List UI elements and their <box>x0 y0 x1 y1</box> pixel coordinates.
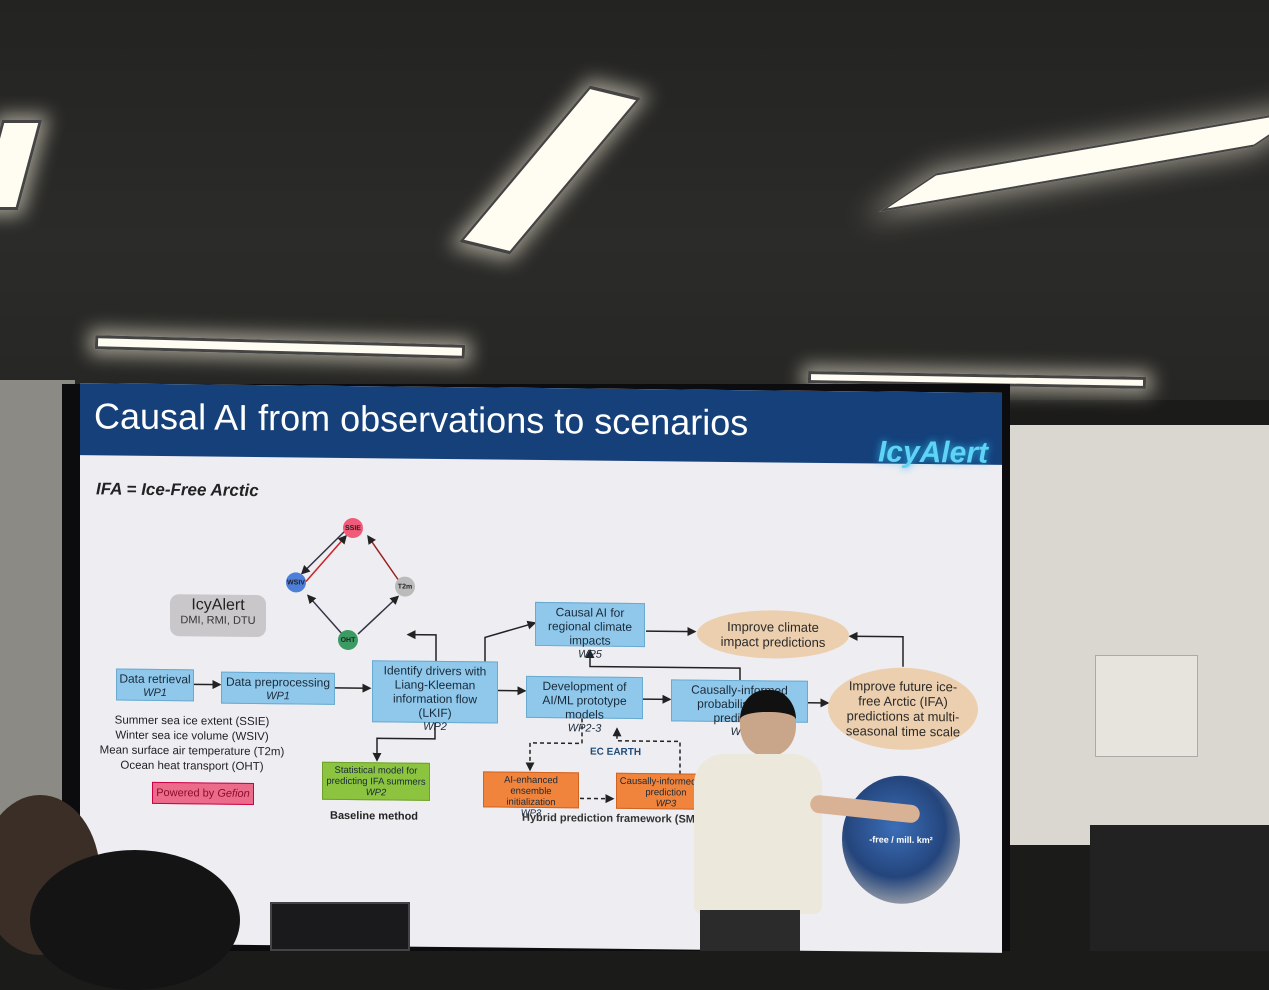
project-partners: DMI, RMI, DTU <box>180 614 256 628</box>
powered-prefix: Powered by <box>156 786 218 800</box>
project-box: IcyAlert DMI, RMI, DTU <box>170 594 266 638</box>
box-label: Data preprocessing <box>225 674 331 690</box>
node-ssie: SSIE <box>343 517 363 539</box>
variable-item: Ocean heat transport (OHT) <box>120 759 264 774</box>
box-label: Development of AI/ML prototype models <box>542 679 627 722</box>
box-label: Data retrieval <box>119 671 191 687</box>
node-oht: OHT <box>338 629 358 651</box>
box-label: Statistical model for predicting IFA sum… <box>326 764 426 788</box>
presenter <box>690 690 921 951</box>
box-wp: WP5 <box>578 648 602 661</box>
box-wp: WP1 <box>266 690 290 703</box>
causal-graph-arrows <box>194 527 904 804</box>
box-wp: WP2 <box>365 787 387 799</box>
project-name: IcyAlert <box>191 596 245 614</box>
oval-ifa-predictions: Improve future ice-free Arctic (IFA) pre… <box>828 667 978 751</box>
presenter-pants <box>700 910 800 951</box>
ec-earth-logo: EC EARTH <box>590 746 642 759</box>
box-wp: WP2 <box>423 720 447 734</box>
box-wp: WP1 <box>143 686 167 700</box>
audience-head <box>30 850 240 990</box>
box-wp: WP2-3 <box>567 722 602 735</box>
node-wsiv: WSIV <box>286 572 306 593</box>
electrical-box <box>1095 655 1198 757</box>
baseline-label: Baseline method <box>330 809 419 823</box>
box-label: Identify drivers with Liang-Kleeman info… <box>383 663 487 721</box>
box-lkif: Identify drivers with Liang-Kleeman info… <box>372 660 498 733</box>
hybrid-label: Hybrid prediction framework (SMIL <box>522 811 705 826</box>
presenter-shirt <box>694 754 822 914</box>
ceiling <box>0 0 1269 400</box>
powered-name: Gefion <box>217 787 250 800</box>
laptop <box>270 902 410 951</box>
wall <box>1000 425 1269 845</box>
powered-by-badge: Powered by Gefion <box>152 781 254 805</box>
node-t2m: T2m <box>395 576 415 597</box>
variables-list: Summer sea ice extent (SSIE) Winter sea … <box>92 713 292 775</box>
box-statistical-model: Statistical model for predicting IFA sum… <box>322 761 430 801</box>
arctic-map: -free / mill. km² <box>842 775 960 905</box>
box-label: AI-enhanced ensemble initialization <box>504 774 558 809</box>
slide: Causal AI from observations to scenarios… <box>80 383 1002 953</box>
box-label: Causal AI for regional climate impacts <box>547 605 633 648</box>
server-rack <box>1090 825 1269 951</box>
presenter-head <box>740 690 796 756</box>
map-label: -free / mill. km² <box>869 834 933 846</box>
